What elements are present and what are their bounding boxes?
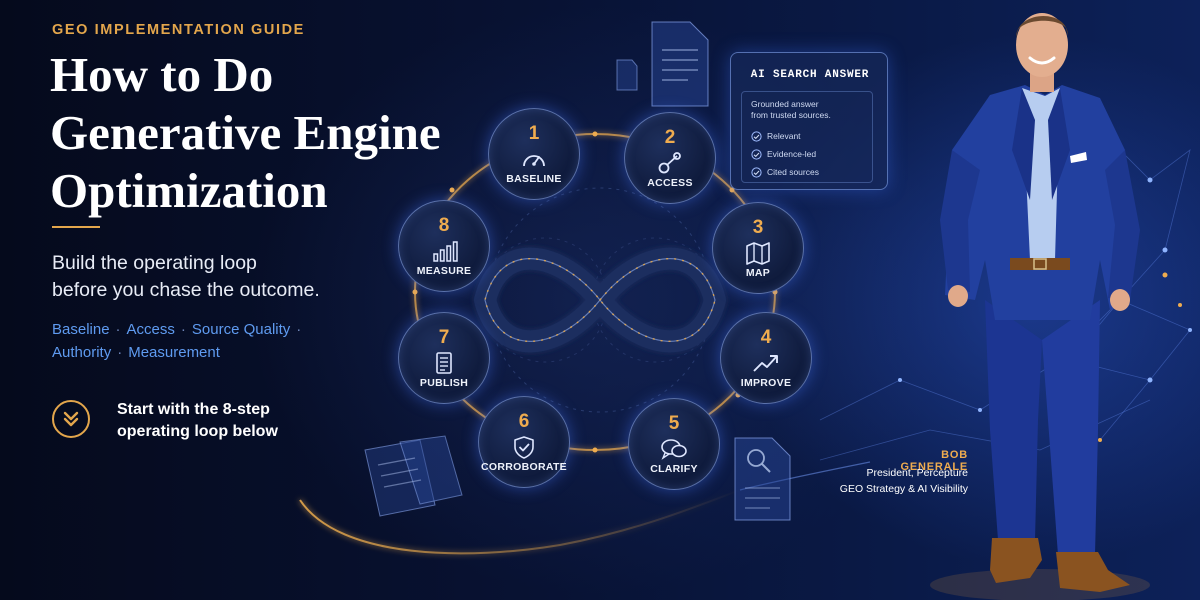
eyebrow-label: GEO IMPLEMENTATION GUIDE <box>52 22 305 38</box>
pillar-item: Access <box>126 321 175 338</box>
accent-divider <box>52 226 100 228</box>
step-clarify[interactable]: 5 CLARIFY <box>628 398 720 490</box>
step-publish[interactable]: 7 PUBLISH <box>398 312 490 404</box>
step-number: 7 <box>438 327 450 348</box>
title-line-3: Optimization <box>50 163 328 218</box>
step-label: IMPROVE <box>740 377 792 389</box>
ai-check-label: Relevant <box>767 131 801 141</box>
pillar-separator: · <box>115 321 121 338</box>
presenter-role-line-2: GEO Strategy & AI Visibility <box>839 483 968 495</box>
title-line-1: How to Do <box>50 47 274 102</box>
pillar-separator: · <box>296 321 302 338</box>
step-number: 2 <box>664 127 676 148</box>
step-number: 8 <box>438 215 450 236</box>
ai-check-item: Evidence-led <box>751 148 816 160</box>
ai-card-body: Grounded answer from trusted sources. Re… <box>741 91 873 183</box>
cta-text: Start with the 8-step operating loop bel… <box>117 399 377 443</box>
ai-answer-card: AI SEARCH ANSWER Grounded answer from tr… <box>730 52 888 190</box>
step-number: 1 <box>528 123 540 144</box>
pillar-row-2: Authority · Measurement <box>52 341 342 364</box>
step-label: MEASURE <box>416 265 472 277</box>
gauge-icon <box>523 155 545 167</box>
title-line-2: Generative Engine <box>50 105 441 160</box>
step-label: BASELINE <box>506 173 562 185</box>
document-illustration <box>364 21 791 521</box>
check-circle-icon <box>751 166 762 178</box>
subheading: Build the operating loop before you chas… <box>52 250 372 304</box>
check-circle-icon <box>751 148 762 160</box>
double-chevron-down-icon[interactable] <box>52 400 90 438</box>
pillar-separator: · <box>180 321 186 338</box>
pillar-item: Source Quality <box>191 321 291 338</box>
key-icon <box>658 152 681 174</box>
step-label: MAP <box>745 267 771 279</box>
pillar-item: Measurement <box>128 344 220 361</box>
shield-check-icon <box>514 436 534 459</box>
trend-up-icon <box>753 355 778 372</box>
step-label: PUBLISH <box>419 377 469 389</box>
step-measure[interactable]: 8 MEASURE <box>398 200 490 292</box>
step-number: 6 <box>518 411 530 432</box>
bar-chart-icon <box>433 241 458 262</box>
step-number: 3 <box>752 217 764 238</box>
pillar-item: Authority <box>52 344 112 361</box>
step-label: CORROBORATE <box>481 461 567 473</box>
subheading-line-2: before you chase the outcome. <box>52 279 320 301</box>
step-number: 5 <box>668 413 680 434</box>
ai-check-item: Relevant <box>751 130 801 142</box>
check-circle-icon <box>751 130 762 142</box>
map-icon <box>746 242 770 265</box>
step-number: 4 <box>760 327 772 348</box>
step-label: CLARIFY <box>650 463 698 475</box>
subheading-line-1: Build the operating loop <box>52 252 257 274</box>
ai-check-label: Cited sources <box>767 167 819 177</box>
double-chevron-down-icon-glyph <box>63 411 79 427</box>
ai-check-label: Evidence-led <box>767 149 817 159</box>
cta-line-1: Start with the 8-step <box>117 401 270 418</box>
ai-desc-line-1: Grounded answer <box>751 99 819 109</box>
pillar-item: Baseline <box>52 321 110 338</box>
step-baseline[interactable]: 1 BASELINE <box>488 108 580 200</box>
presenter-role-line-1: President, Percepture <box>866 467 968 479</box>
step-improve[interactable]: 4 IMPROVE <box>720 312 812 404</box>
pillar-row-1: Baseline · Access · Source Quality · <box>52 318 342 341</box>
presenter-portrait <box>930 13 1150 600</box>
ai-desc-line-2: from trusted sources. <box>751 110 831 120</box>
presenter-role: President, Percepture GEO Strategy & AI … <box>800 465 968 497</box>
ai-check-item: Cited sources <box>751 166 819 178</box>
step-access[interactable]: 2 ACCESS <box>624 112 716 204</box>
document-icon <box>436 352 452 374</box>
cta-line-2: operating loop below <box>117 423 278 440</box>
pillar-list: Baseline·Access·Source Quality· Authorit… <box>52 318 342 364</box>
step-label: ACCESS <box>647 177 693 189</box>
ai-card-description: Grounded answer from trusted sources. <box>751 99 875 121</box>
pillar-separator: · <box>117 344 123 361</box>
step-corroborate[interactable]: 6 CORROBORATE <box>478 396 570 488</box>
ai-card-title: AI SEARCH ANSWER <box>750 69 870 81</box>
presenter-name: BOB GENERALE <box>900 449 968 473</box>
chat-bubbles-icon <box>661 439 687 460</box>
step-map[interactable]: 3 MAP <box>712 202 804 294</box>
page-title: How to Do Generative Engine Optimization <box>50 46 520 220</box>
